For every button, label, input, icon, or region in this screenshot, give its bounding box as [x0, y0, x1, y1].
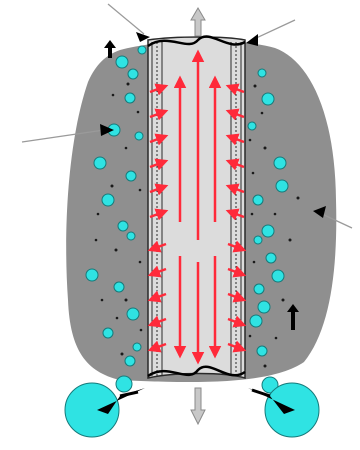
- particle: [257, 346, 267, 356]
- particle: [258, 69, 266, 77]
- particle: [254, 236, 262, 244]
- particle: [262, 93, 274, 105]
- particle: [276, 180, 288, 192]
- particle: [272, 270, 284, 282]
- particle: [103, 328, 113, 338]
- particle: [114, 282, 124, 292]
- particle: [116, 56, 128, 68]
- particle: [127, 232, 135, 240]
- particle: [138, 46, 146, 54]
- particle: [254, 284, 264, 294]
- particle: [253, 195, 263, 205]
- particle: [262, 225, 274, 237]
- particle: [248, 122, 256, 130]
- particle: [118, 221, 128, 231]
- particle: [133, 343, 141, 351]
- cyan-cells-with-pointers: [65, 376, 319, 437]
- leader-line: [108, 4, 144, 34]
- particle: [102, 194, 114, 206]
- particle: [258, 301, 270, 313]
- particle: [250, 315, 262, 327]
- particle: [128, 69, 138, 79]
- particle: [125, 356, 135, 366]
- particle: [86, 269, 98, 281]
- particle: [266, 253, 276, 263]
- particle: [135, 132, 143, 140]
- bottom-left-cell: [65, 376, 145, 437]
- bottom-end-arrow: [191, 388, 205, 424]
- particle: [126, 171, 136, 181]
- bottom-right-cell: [248, 377, 319, 437]
- particle: [125, 93, 135, 103]
- leader-line: [252, 20, 295, 40]
- particle: [274, 157, 286, 169]
- particle: [94, 157, 106, 169]
- particle: [127, 308, 139, 320]
- top-end-arrow: [191, 8, 205, 36]
